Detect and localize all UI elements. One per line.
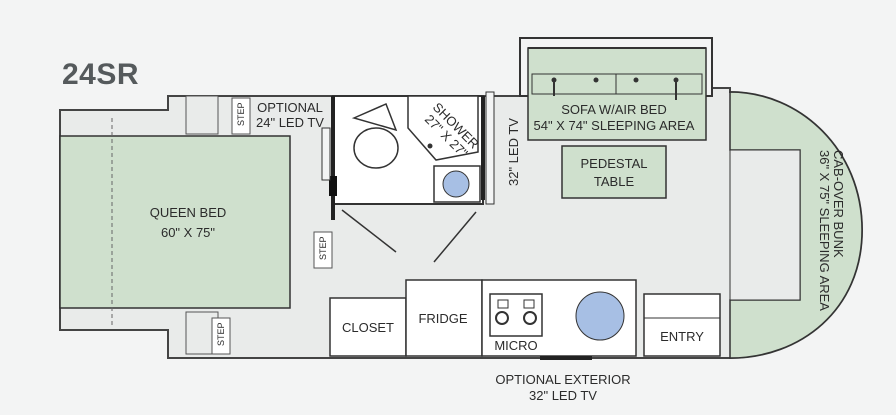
tv32-label: 32" LED TV [506, 118, 521, 186]
pedestal-table [561, 145, 667, 199]
micro-label: MICRO [494, 338, 537, 353]
queen-bed-label-1: QUEEN BED [150, 205, 227, 220]
step-label-mid: STEP [318, 236, 328, 260]
model-name: 24SR [62, 58, 140, 91]
entry-label: ENTRY [660, 329, 704, 344]
closet-label: CLOSET [342, 320, 394, 335]
optional-tv-label-2: 24" LED TV [256, 115, 324, 130]
exterior-tv-label-1: OPTIONAL EXTERIOR [495, 372, 630, 387]
steps [211, 97, 333, 355]
cabover-label-2: 36" X 75" SLEEPING AREA [817, 150, 832, 311]
queen-bed [59, 95, 291, 355]
optional-tv-label-1: OPTIONAL [257, 100, 323, 115]
cabover-label-1: CAB-OVER BUNK [831, 150, 846, 258]
sofa-label-1: SOFA W/AIR BED [561, 102, 666, 117]
step-label-bottom: STEP [216, 322, 226, 346]
pedestal-label-1: PEDESTAL [581, 156, 648, 171]
queen-bed-label-2: 60" X 75" [161, 225, 215, 240]
step-label-top: STEP [236, 102, 246, 126]
sofa-slideout [519, 37, 713, 141]
bathroom [321, 91, 495, 263]
fridge-label: FRIDGE [418, 311, 467, 326]
pedestal-label-2: TABLE [594, 174, 635, 189]
cab-over-bunk [729, 91, 863, 359]
galley [329, 279, 721, 360]
exterior-tv-label-2: 32" LED TV [529, 388, 597, 403]
sofa-label-2: 54" X 74" SLEEPING AREA [534, 118, 695, 133]
